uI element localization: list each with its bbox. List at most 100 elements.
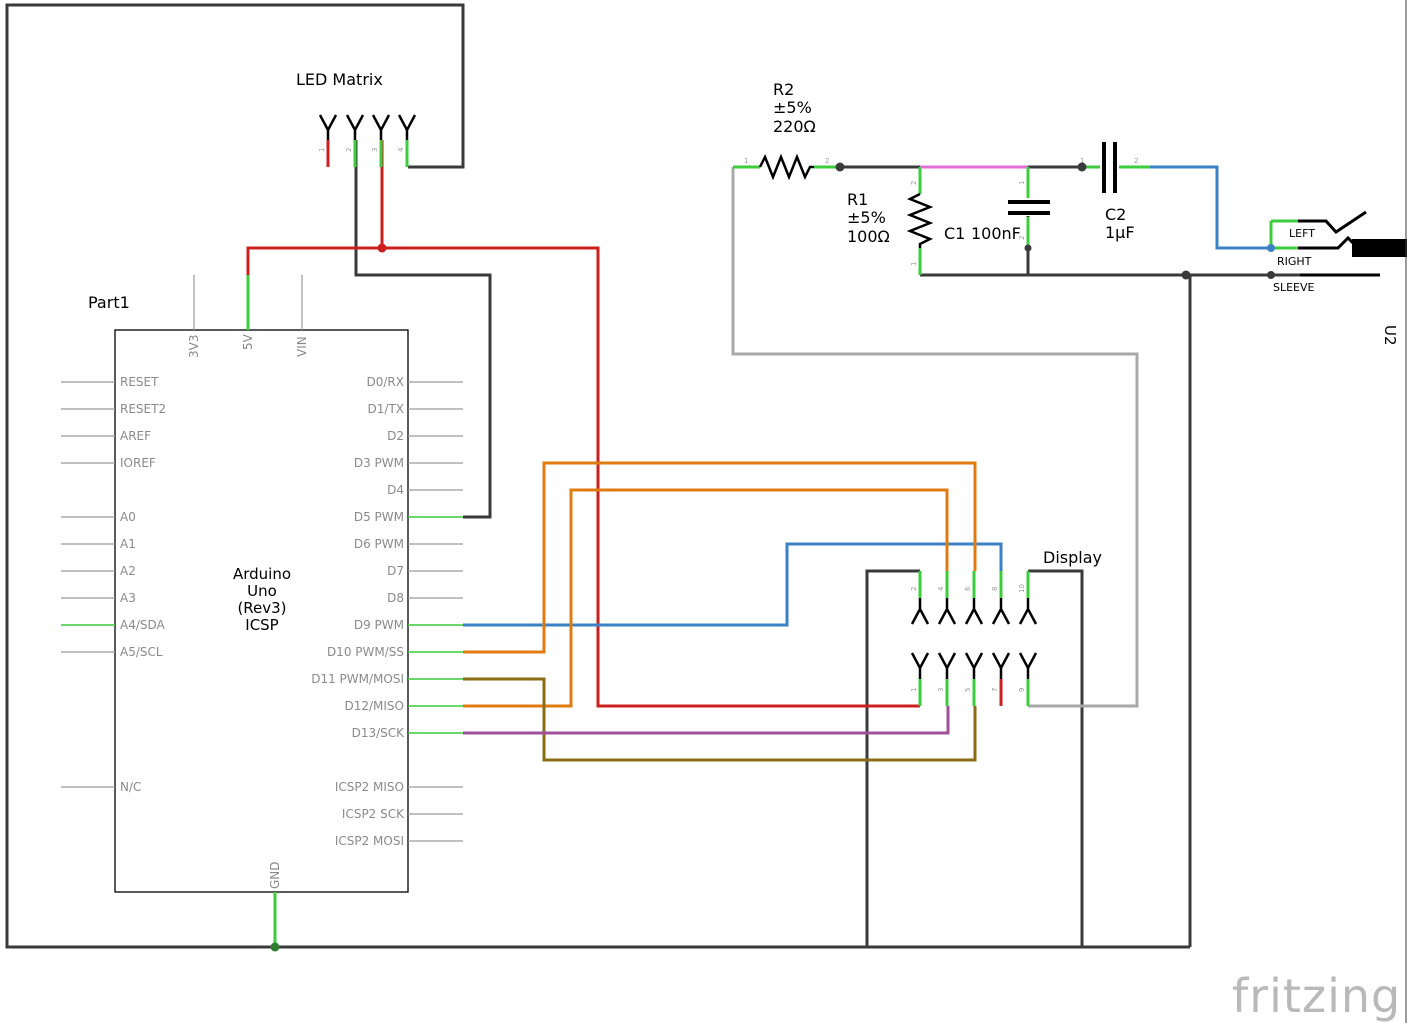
r1-value: 100Ω (847, 227, 890, 246)
r1-pin1-num: 1 (910, 262, 918, 266)
junction-gnd-jack (1181, 270, 1191, 280)
jack-right-label: RIGHT (1277, 255, 1312, 268)
jack-name: U2 (1381, 325, 1399, 346)
r1-name: R1 (847, 190, 868, 209)
r2-zigzag (758, 153, 814, 181)
r2-tolerance: ±5% (773, 98, 812, 117)
led-matrix-connectors (318, 114, 417, 140)
junction-jack-sleeve (1267, 271, 1275, 279)
pin-d11: D11 PWM/MOSI (311, 672, 404, 686)
led-pin-4-num: 4 (397, 147, 405, 152)
jack-sleeve-label: SLEEVE (1273, 281, 1315, 294)
arduino-name-1: Arduino (233, 565, 291, 583)
arduino-body (114, 329, 409, 893)
display-pin-7: 7 (991, 688, 999, 692)
c1-name: C1 (944, 224, 965, 243)
r1-pin2-num: 2 (910, 181, 918, 185)
r2-pin1-num: 1 (744, 157, 748, 165)
pin-5v-label: 5V (241, 333, 255, 350)
pin-d5: D5 PWM (354, 510, 404, 524)
right-pin-connected-lines (408, 516, 463, 734)
pin-d7: D7 (387, 564, 404, 578)
part-label: Part1 (88, 293, 130, 312)
jack-body (1352, 239, 1407, 257)
arduino-uno[interactable]: Part1 3V3 5V VIN GND Arduino Uno (Rev3) … (61, 275, 463, 947)
pin-a3: A3 (120, 591, 136, 605)
arduino-name-3: (Rev3) (237, 599, 286, 617)
wire-d12[interactable] (463, 488, 949, 708)
led-pin-3-num: 3 (371, 148, 379, 152)
led-matrix[interactable]: LED Matrix 1 2 3 4 (296, 70, 417, 167)
led-pin-2-num: 2 (345, 148, 353, 152)
junction-c2 (1077, 162, 1087, 172)
pin-ioref: IOREF (120, 456, 156, 470)
jack-left-label: LEFT (1289, 227, 1315, 240)
c2-name: C2 (1105, 205, 1126, 224)
display-pin-6: 6 (964, 586, 972, 591)
capacitor-c1[interactable]: 1 2 C1 100nF (944, 167, 1050, 248)
junctions (270, 162, 1275, 952)
wire-d9[interactable] (463, 542, 1003, 627)
display-pin-10: 10 (1018, 584, 1026, 593)
display-bottom-forks (910, 652, 1038, 679)
led-pin-1-num: 1 (318, 148, 326, 152)
display-pin-2: 2 (910, 587, 918, 591)
pin-d12: D12/MISO (344, 699, 404, 713)
junction-jack-right (1267, 244, 1275, 252)
wire-display9-r2[interactable] (731, 167, 1139, 708)
pin-icsp2-sck: ICSP2 SCK (342, 807, 405, 821)
display-bottom-pins (918, 679, 1030, 706)
wire-5v[interactable] (246, 246, 920, 708)
r1-zigzag (906, 192, 934, 248)
pin-a4: A4/SDA (120, 618, 166, 632)
pin-reset2: RESET2 (120, 402, 166, 416)
c1-pin2-num: 2 (1018, 236, 1026, 240)
display-pin-3: 3 (937, 688, 945, 692)
display-pin-5: 5 (964, 688, 972, 692)
arduino-name-4: ICSP (245, 616, 278, 634)
wire-led2-d5[interactable] (354, 140, 492, 519)
c2-pin2-num: 2 (1134, 157, 1138, 165)
wire-d11[interactable] (463, 677, 977, 762)
pin-gnd-label: GND (268, 861, 282, 889)
wire-gnd-jack[interactable] (1186, 273, 1192, 947)
pin-d6: D6 PWM (354, 537, 404, 551)
pin-icsp2-miso: ICSP2 MISO (335, 780, 404, 794)
pin-a1: A1 (120, 537, 136, 551)
junction-gnd (270, 942, 280, 952)
display-top-forks (910, 598, 1038, 625)
pin-3v3-label: 3V3 (187, 335, 201, 358)
pin-d8: D8 (387, 591, 404, 605)
resistor-r1[interactable]: R1 ±5% 100Ω 2 1 (847, 167, 934, 275)
resistor-r2[interactable]: R2 ±5% 220Ω 1 2 (733, 80, 840, 181)
fritzing-logo: fritzing (1232, 969, 1401, 1023)
wire-gnd-outer[interactable] (5, 3, 1190, 949)
pin-a5: A5/SCL (120, 645, 163, 659)
pin-d0: D0/RX (367, 375, 404, 389)
pin-d10: D10 PWM/SS (327, 645, 404, 659)
wire-gnd-display-10[interactable] (1028, 569, 1084, 947)
left-pin-lines (61, 381, 115, 788)
audio-jack-u2[interactable]: LEFT RIGHT SLEEVE U2 (1269, 210, 1407, 346)
capacitor-c2[interactable]: 1 2 C2 1µF (1080, 142, 1150, 242)
junction-5v (377, 243, 387, 253)
c2-value: 1µF (1105, 223, 1135, 242)
display-connector[interactable]: Display 2 4 6 8 10 (910, 548, 1102, 706)
junction-c1 (1024, 244, 1032, 252)
arduino-name-2: Uno (247, 582, 277, 600)
wire-d13[interactable] (463, 706, 950, 735)
pin-vin-label: VIN (295, 336, 309, 357)
pin-d3: D3 PWM (354, 456, 404, 470)
display-label: Display (1043, 548, 1102, 567)
wire-gnd-display-2[interactable] (865, 569, 920, 947)
r2-name: R2 (773, 80, 794, 99)
wire-d10[interactable] (463, 461, 977, 654)
c1-pin1-num: 1 (1018, 181, 1026, 185)
pin-a2: A2 (120, 564, 136, 578)
c1-value: 100nF (971, 224, 1021, 243)
wires (5, 3, 1300, 949)
wire-c2-out[interactable] (1136, 165, 1271, 250)
r2-pin2-num: 2 (825, 157, 829, 165)
pin-aref: AREF (120, 429, 151, 443)
